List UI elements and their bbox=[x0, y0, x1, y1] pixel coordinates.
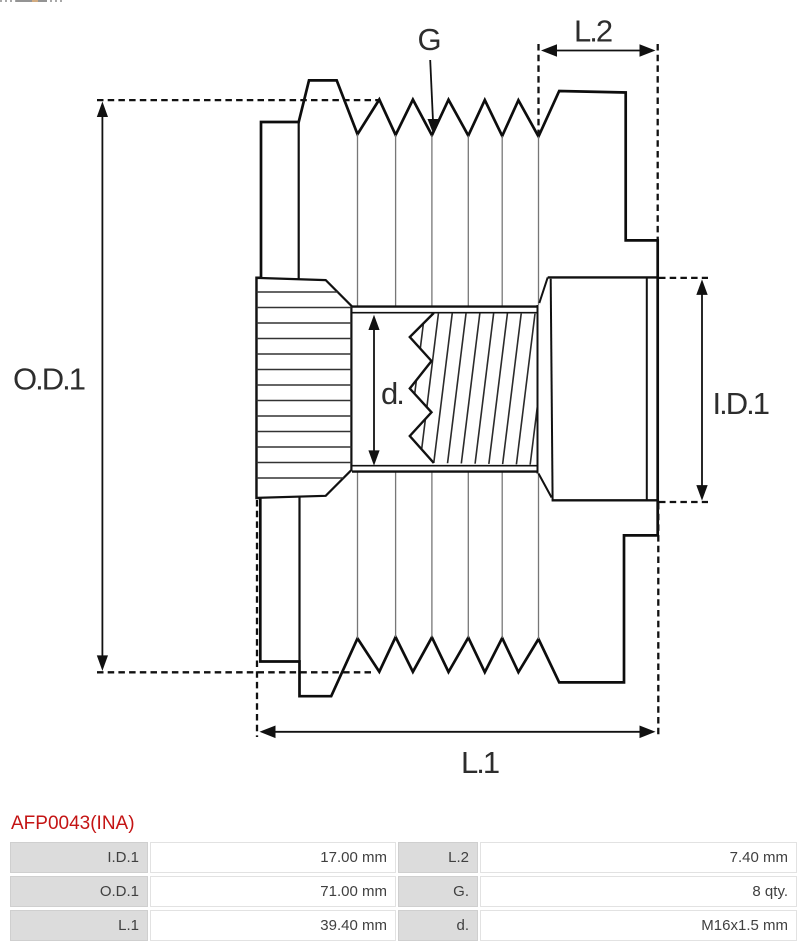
svg-text:O.D.1: O.D.1 bbox=[13, 362, 85, 397]
svg-text:L.1: L.1 bbox=[461, 745, 499, 780]
svg-text:G: G bbox=[418, 22, 440, 57]
svg-text:L.2: L.2 bbox=[574, 14, 612, 49]
svg-text:d.: d. bbox=[381, 376, 403, 411]
svg-text:I.D.1: I.D.1 bbox=[713, 386, 769, 421]
